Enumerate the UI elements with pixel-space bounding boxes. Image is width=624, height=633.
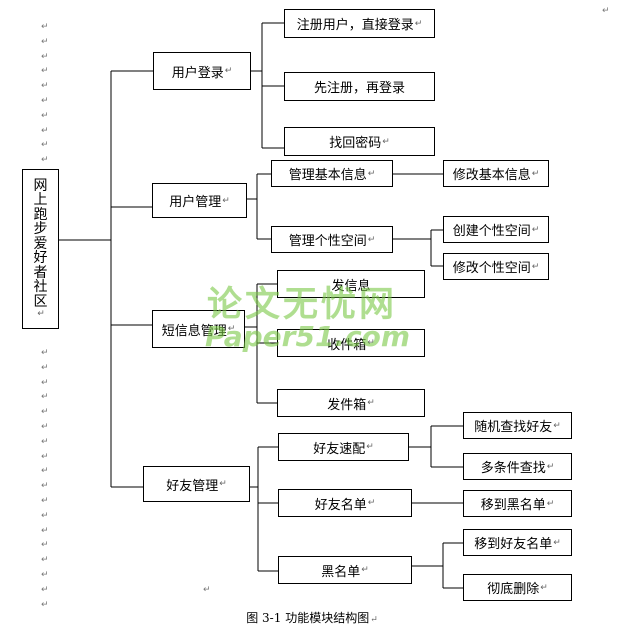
node-register-then-login: 先注册，再登录 (284, 72, 435, 101)
node-outbox: 发件箱↵ (277, 389, 425, 417)
node-friend-list: 好友名单↵ (278, 489, 412, 517)
paragraph-mark: ↵ (602, 6, 610, 16)
node-delete-permanently: 彻底删除↵ (463, 574, 572, 601)
node-create-personal-space: 创建个性空间↵ (443, 216, 549, 243)
node-register-direct: 注册用户，直接登录↵ (284, 9, 435, 38)
root-node: 网上跑步爱好者社区 ↵ (22, 169, 59, 329)
figure-caption: 图 3-1 功能模块结构图↵ (246, 611, 378, 625)
node-move-to-friend-list: 移到好友名单↵ (463, 529, 572, 556)
node-recover-password: 找回密码↵ (284, 127, 435, 156)
node-friend-match: 好友速配↵ (278, 433, 409, 461)
node-user-manage: 用户管理↵ (152, 183, 247, 218)
node-multi-condition-search: 多条件查找↵ (463, 453, 572, 480)
paragraph-mark: ↵ (37, 309, 45, 320)
root-node-label: 网上跑步爱好者社区 (33, 177, 48, 310)
node-send-message: 发信息 (277, 270, 425, 298)
node-friend-manage: 好友管理↵ (143, 466, 250, 502)
node-edit-basic-info: 修改基本信息↵ (443, 160, 549, 187)
paragraph-mark: ↵ (203, 585, 211, 595)
node-manage-basic-info: 管理基本信息↵ (271, 160, 393, 187)
node-blacklist: 黑名单↵ (278, 556, 412, 584)
node-move-to-blacklist: 移到黑名单↵ (463, 490, 572, 517)
node-user-login: 用户登录↵ (153, 52, 251, 90)
node-edit-personal-space: 修改个性空间↵ (443, 253, 549, 280)
node-inbox: 收件箱↵ (277, 329, 425, 357)
node-random-find-friend: 随机查找好友↵ (463, 412, 572, 439)
paragraph-marks-column: ↵↵↵↵↵↵↵↵↵↵ ↵↵↵↵↵↵↵↵↵↵↵↵↵↵↵↵↵↵ (41, 22, 49, 610)
node-manage-personal-space: 管理个性空间↵ (271, 226, 393, 253)
node-message-manage: 短信息管理↵ (152, 310, 245, 348)
